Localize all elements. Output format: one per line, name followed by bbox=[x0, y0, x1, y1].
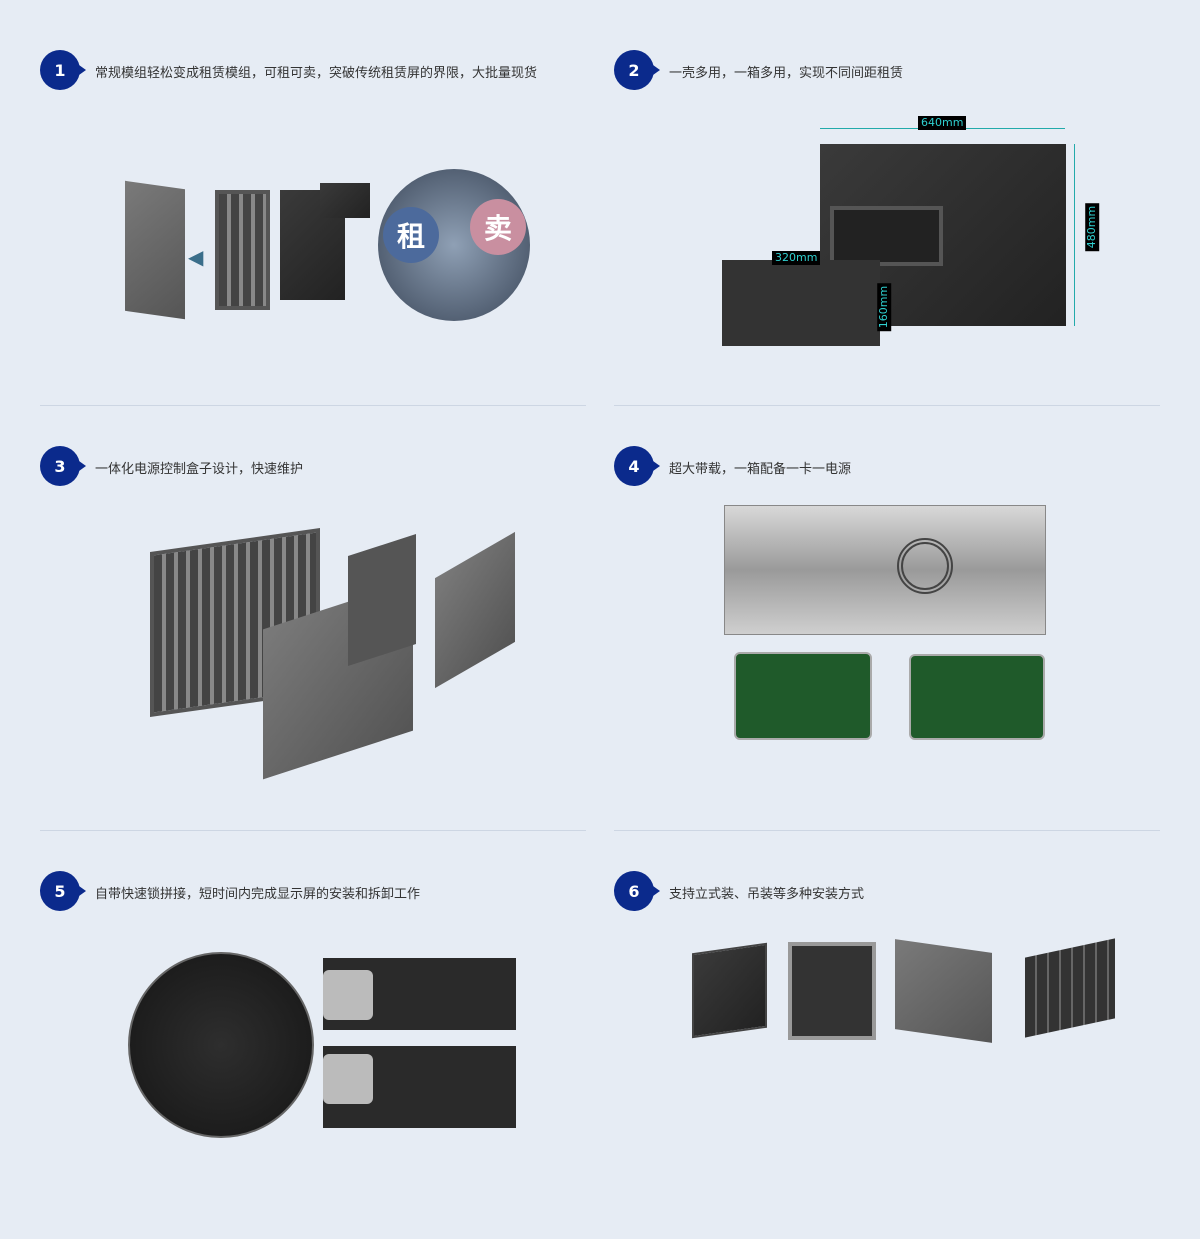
step-badge: 5 bbox=[40, 871, 86, 911]
divider bbox=[40, 405, 586, 406]
feature-text: 支持立式装、吊装等多种安装方式 bbox=[669, 887, 865, 902]
arrow-left-icon: ◀ bbox=[188, 245, 204, 269]
cabinet-dimension-illustration: 640mm 480mm 320mm 160mm bbox=[700, 110, 1100, 350]
width-dimension: 640mm bbox=[918, 116, 967, 130]
step-badge: 6 bbox=[614, 871, 660, 911]
divider bbox=[614, 405, 1160, 406]
power-supply-illustration bbox=[724, 505, 1046, 635]
fan-icon bbox=[897, 538, 953, 594]
feature-3: 3 一体化电源控制盒子设计，快速维护 bbox=[40, 446, 586, 486]
feature-text: 常规模组轻松变成租赁模组，可租可卖，突破传统租赁屏的界限，大批量现货 bbox=[95, 66, 538, 81]
rent-label: 租 bbox=[383, 207, 439, 263]
divider bbox=[614, 830, 1160, 831]
installation-methods-illustration bbox=[690, 938, 1120, 1043]
feature-text: 一体化电源控制盒子设计，快速维护 bbox=[95, 462, 304, 477]
feature-5: 5 自带快速锁拼接，短时间内完成显示屏的安装和拆卸工作 bbox=[40, 871, 586, 911]
height-dimension: 480mm bbox=[1085, 202, 1100, 252]
feature-1: 1 常规模组轻松变成租赁模组，可租可卖，突破传统租赁屏的界限，大批量现货 bbox=[40, 50, 586, 90]
step-badge: 3 bbox=[40, 446, 86, 486]
step-badge: 1 bbox=[40, 50, 86, 90]
receiving-card bbox=[734, 652, 872, 740]
quick-lock-illustration bbox=[128, 950, 518, 1138]
sell-label: 卖 bbox=[470, 199, 526, 255]
feature-text: 自带快速锁拼接，短时间内完成显示屏的安装和拆卸工作 bbox=[95, 887, 421, 902]
power-box-illustration bbox=[145, 525, 525, 780]
module-height-dimension: 160mm bbox=[877, 282, 892, 332]
feature-4: 4 超大带载，一箱配备一卡一电源 bbox=[614, 446, 1160, 486]
hub-card bbox=[909, 654, 1045, 740]
step-badge: 4 bbox=[614, 446, 660, 486]
rental-module-illustration: ◀ 租 卖 bbox=[120, 165, 540, 325]
feature-2: 2 一壳多用，一箱多用，实现不同间距租赁 bbox=[614, 50, 1160, 90]
divider bbox=[40, 830, 586, 831]
module-width-dimension: 320mm bbox=[772, 251, 821, 265]
step-badge: 2 bbox=[614, 50, 660, 90]
feature-6: 6 支持立式装、吊装等多种安装方式 bbox=[614, 871, 1160, 911]
feature-text: 一壳多用，一箱多用，实现不同间距租赁 bbox=[669, 66, 904, 81]
feature-text: 超大带载，一箱配备一卡一电源 bbox=[669, 462, 852, 477]
